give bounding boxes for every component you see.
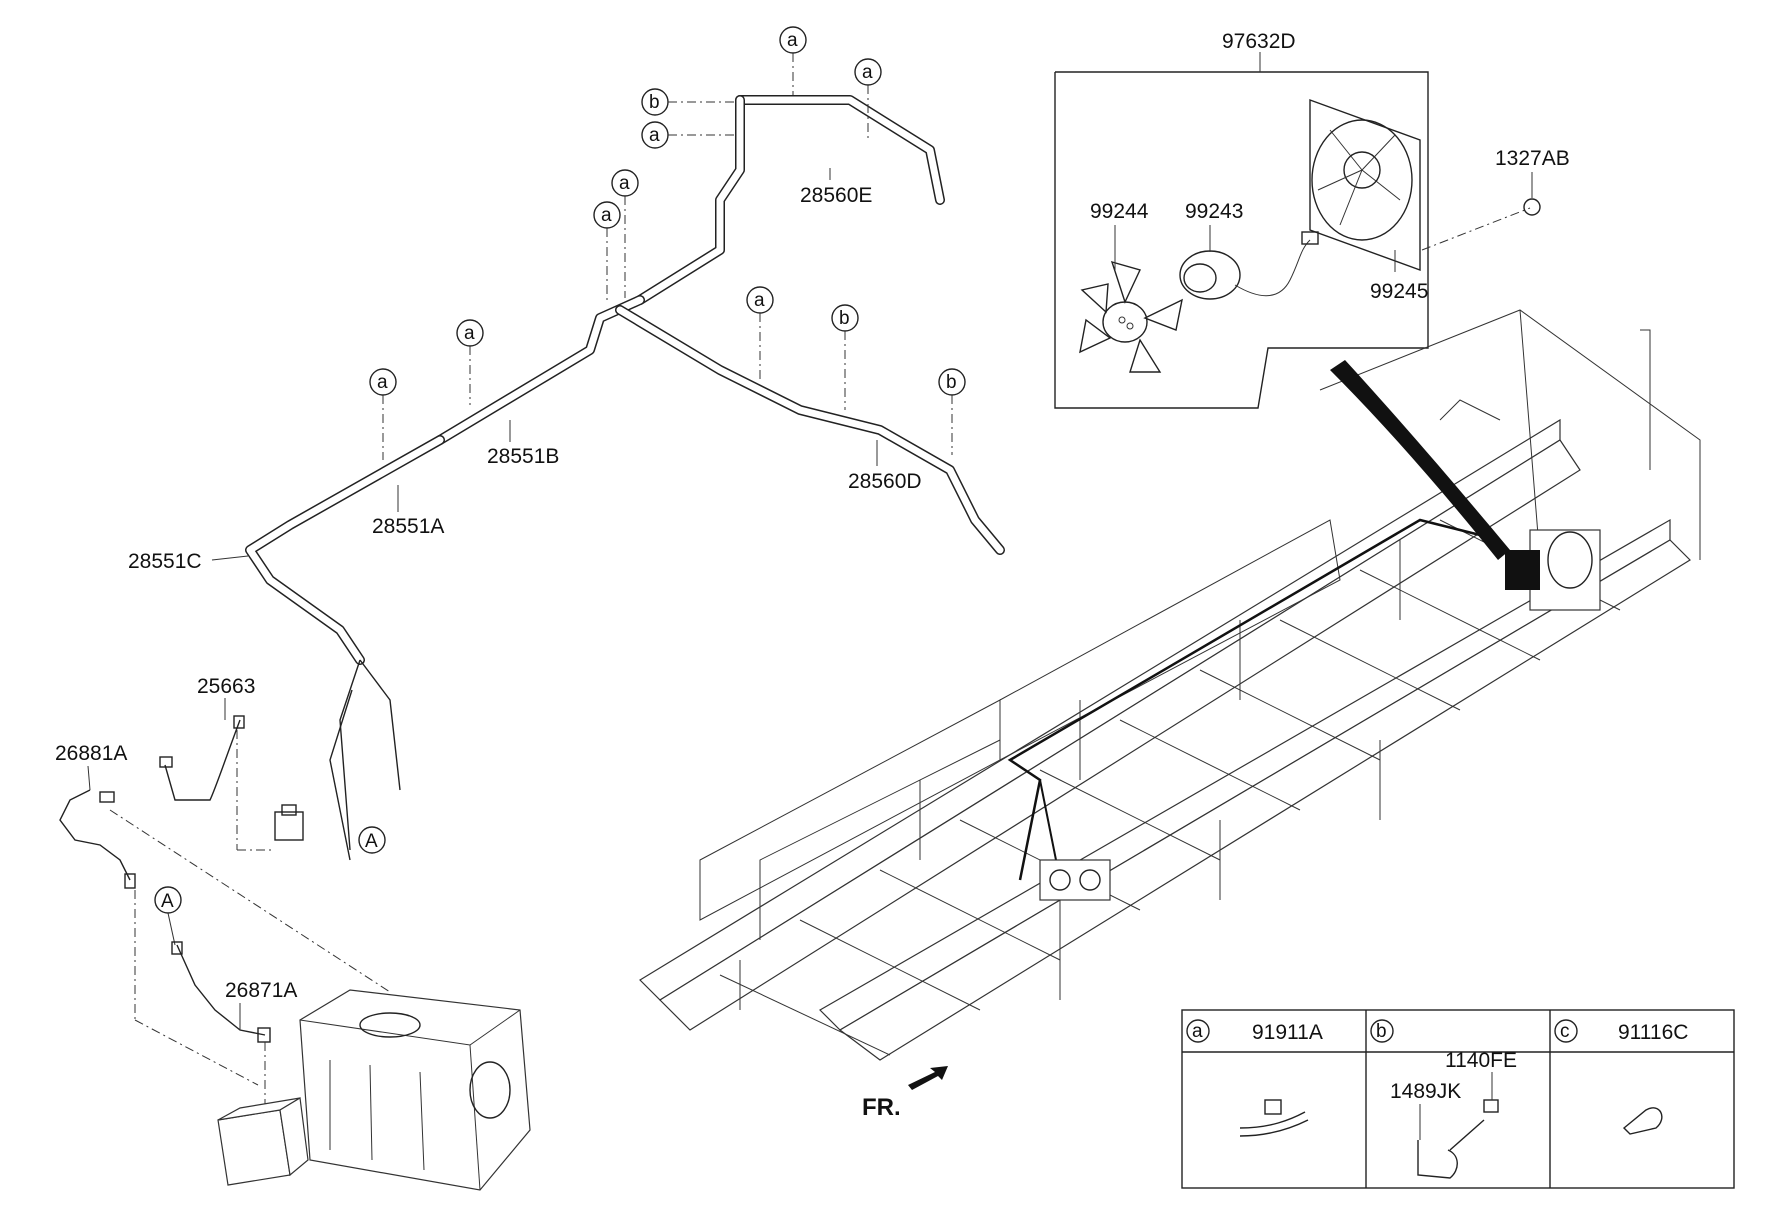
p-clip-icon [1622, 1107, 1663, 1135]
svg-text:a: a [862, 62, 873, 83]
ref-a-marker[interactable]: a [854, 58, 882, 140]
ref-A-marker[interactable]: A [154, 886, 182, 946]
control-module-icon [217, 1097, 309, 1186]
chassis-frame [639, 309, 1701, 1061]
label-99244[interactable]: 99244 [1090, 200, 1149, 223]
hose-25663-icon [159, 715, 245, 801]
legend-ref-c: c [1554, 1019, 1578, 1043]
label-28551C[interactable]: 28551C [128, 550, 202, 573]
ref-a-marker[interactable]: a [456, 319, 484, 405]
ref-a-marker[interactable]: a [641, 121, 735, 149]
label-26871A[interactable]: 26871A [225, 979, 297, 1002]
label-25663[interactable]: 25663 [197, 675, 255, 698]
ref-a-marker[interactable]: a [611, 169, 639, 298]
svg-text:b: b [946, 372, 957, 393]
label-28551A[interactable]: 28551A [372, 515, 444, 538]
svg-text:a: a [787, 30, 798, 51]
ref-a-marker[interactable]: a [369, 368, 397, 460]
sensor-26871A-icon [171, 941, 271, 1043]
label-99243[interactable]: 99243 [1185, 200, 1243, 223]
fan-shroud-icon [1309, 99, 1421, 271]
svg-text:a: a [464, 323, 475, 344]
svg-text:a: a [649, 125, 660, 146]
svg-text:b: b [1376, 1021, 1387, 1042]
legend-ref-a: a [1186, 1019, 1210, 1043]
label-1140FE[interactable]: 1140FE [1445, 1049, 1517, 1072]
legend-part-a[interactable]: 91911A [1252, 1021, 1323, 1044]
fan-motor-icon [1179, 231, 1319, 300]
ref-A-marker[interactable]: A [358, 826, 386, 854]
svg-text:c: c [1560, 1021, 1570, 1042]
front-arrow-icon [908, 1066, 948, 1090]
ref-a-marker[interactable]: a [779, 26, 807, 95]
label-1489JK[interactable]: 1489JK [1390, 1080, 1461, 1103]
nut-icon [1523, 198, 1541, 216]
ref-a-marker[interactable]: a [746, 286, 774, 380]
label-97632D[interactable]: 97632D [1222, 30, 1296, 53]
ref-b-marker[interactable]: b [831, 304, 859, 410]
sensor-harness-26881A-icon [59, 789, 136, 889]
ref-markers: a a b a a a a a a b b A A [154, 26, 966, 946]
svg-text:b: b [839, 308, 850, 329]
label-99245[interactable]: 99245 [1370, 280, 1428, 303]
label-1327AB[interactable]: 1327AB [1495, 147, 1570, 170]
svg-text:a: a [601, 205, 612, 226]
label-28551B[interactable]: 28551B [487, 445, 559, 468]
legend-ref-b: b [1370, 1019, 1394, 1043]
ref-b-marker[interactable]: b [938, 368, 966, 455]
svg-text:a: a [619, 173, 630, 194]
urea-tank-icon [299, 989, 531, 1191]
svg-text:a: a [377, 372, 388, 393]
ref-b-marker[interactable]: b [641, 88, 735, 116]
fan-blade-icon [1079, 260, 1183, 373]
label-28560E[interactable]: 28560E [800, 184, 872, 207]
legend-table: a 91911A b c 91116C 1140FE 1489JK [1181, 1009, 1735, 1189]
ref-a-marker[interactable]: a [593, 201, 621, 300]
label-26881A[interactable]: 26881A [55, 742, 127, 765]
svg-text:a: a [1192, 1021, 1203, 1042]
svg-text:A: A [161, 891, 174, 912]
harness-pipes [245, 95, 1005, 861]
fan-assembly-group: 97632D 99244 99243 9 [1054, 30, 1531, 409]
cable-tie-icon [1239, 1099, 1309, 1137]
label-28560D[interactable]: 28560D [848, 470, 922, 493]
svg-text:A: A [365, 831, 378, 852]
legend-part-c[interactable]: 91116C [1618, 1021, 1688, 1044]
valve-icon [274, 804, 304, 841]
front-direction-label: FR. [862, 1094, 901, 1121]
svg-text:b: b [649, 92, 660, 113]
crossmember-lines [719, 519, 1621, 1056]
clamp-bolt-icon [1417, 1099, 1499, 1179]
svg-text:a: a [754, 290, 765, 311]
